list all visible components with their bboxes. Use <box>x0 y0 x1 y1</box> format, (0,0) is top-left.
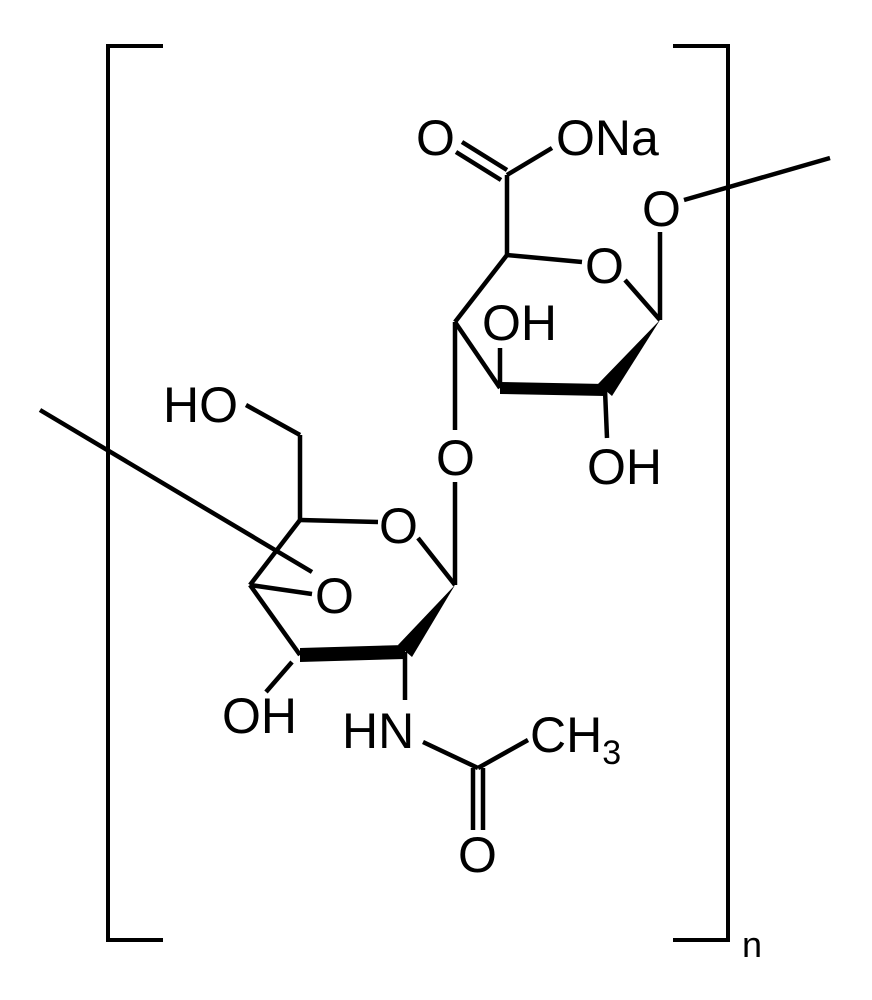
lower-ring-oxygen-label: O <box>379 498 418 554</box>
amide-nitrogen-label: HN <box>342 703 414 759</box>
amide-oxygen-label: O <box>458 827 497 883</box>
wedge-bonds <box>300 320 660 662</box>
glycosidic-oxygen-mid-label: O <box>436 430 475 486</box>
bonds <box>38 140 831 830</box>
hydroxymethyl-label: HO <box>163 377 238 433</box>
upper-hydroxyl-label: OH <box>482 295 557 351</box>
carbonyl-oxygen-label: O <box>416 110 455 166</box>
glycosidic-oxygen-right-label: O <box>642 181 681 237</box>
sodium-carboxylate-label: ONa <box>556 110 659 166</box>
methyl-label: CH3 <box>530 707 621 772</box>
upper-hydroxyl-2-label: OH <box>587 439 662 495</box>
upper-ring-oxygen-label: O <box>585 238 624 294</box>
glycosidic-oxygen-left-label: O <box>315 568 354 624</box>
lower-hydroxyl-label: OH <box>222 688 297 744</box>
left-bracket <box>106 44 163 942</box>
repeat-count-label: n <box>742 924 762 965</box>
right-bracket <box>673 44 730 942</box>
